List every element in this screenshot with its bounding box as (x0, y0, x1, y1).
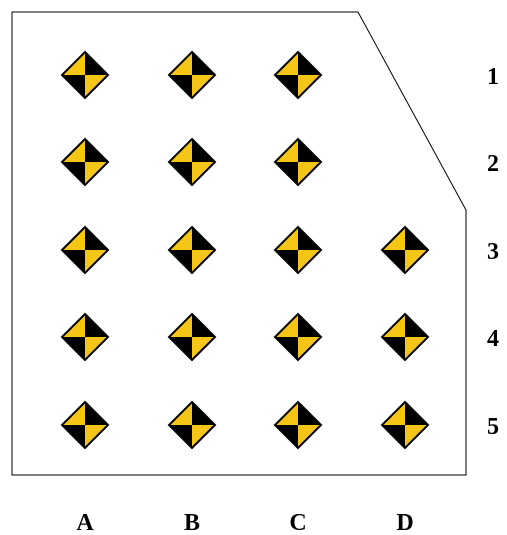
grid-boundary (11, 11, 467, 476)
crash-test-target-icon (60, 312, 110, 362)
row-label-4: 4 (487, 326, 499, 352)
row-label-1: 1 (487, 64, 499, 90)
column-label-a: A (76, 510, 94, 535)
crash-test-target-icon (60, 50, 110, 100)
column-label-c: C (289, 510, 306, 535)
crash-test-target-icon (167, 312, 217, 362)
crash-test-target-icon (167, 225, 217, 275)
crash-test-target-icon (167, 400, 217, 450)
crash-test-target-icon (273, 312, 323, 362)
crash-test-target-icon (273, 400, 323, 450)
crash-test-target-icon (60, 400, 110, 450)
crash-test-target-icon (273, 137, 323, 187)
crash-test-target-icon (273, 225, 323, 275)
crash-test-target-icon (380, 400, 430, 450)
row-labels: 1 2 3 4 5 (487, 64, 499, 440)
crash-test-target-icon (60, 225, 110, 275)
column-label-d: D (396, 510, 413, 535)
column-labels: A B C D (76, 510, 413, 535)
marker-layer (60, 50, 430, 450)
crash-test-target-icon (273, 50, 323, 100)
crash-test-target-icon (380, 225, 430, 275)
crash-test-target-icon (380, 312, 430, 362)
crash-test-target-icon (167, 50, 217, 100)
crash-test-target-icon (60, 137, 110, 187)
crash-test-target-icon (167, 137, 217, 187)
row-label-2: 2 (487, 151, 499, 177)
row-label-5: 5 (487, 414, 499, 440)
row-label-3: 3 (487, 239, 499, 265)
column-label-b: B (184, 510, 200, 535)
